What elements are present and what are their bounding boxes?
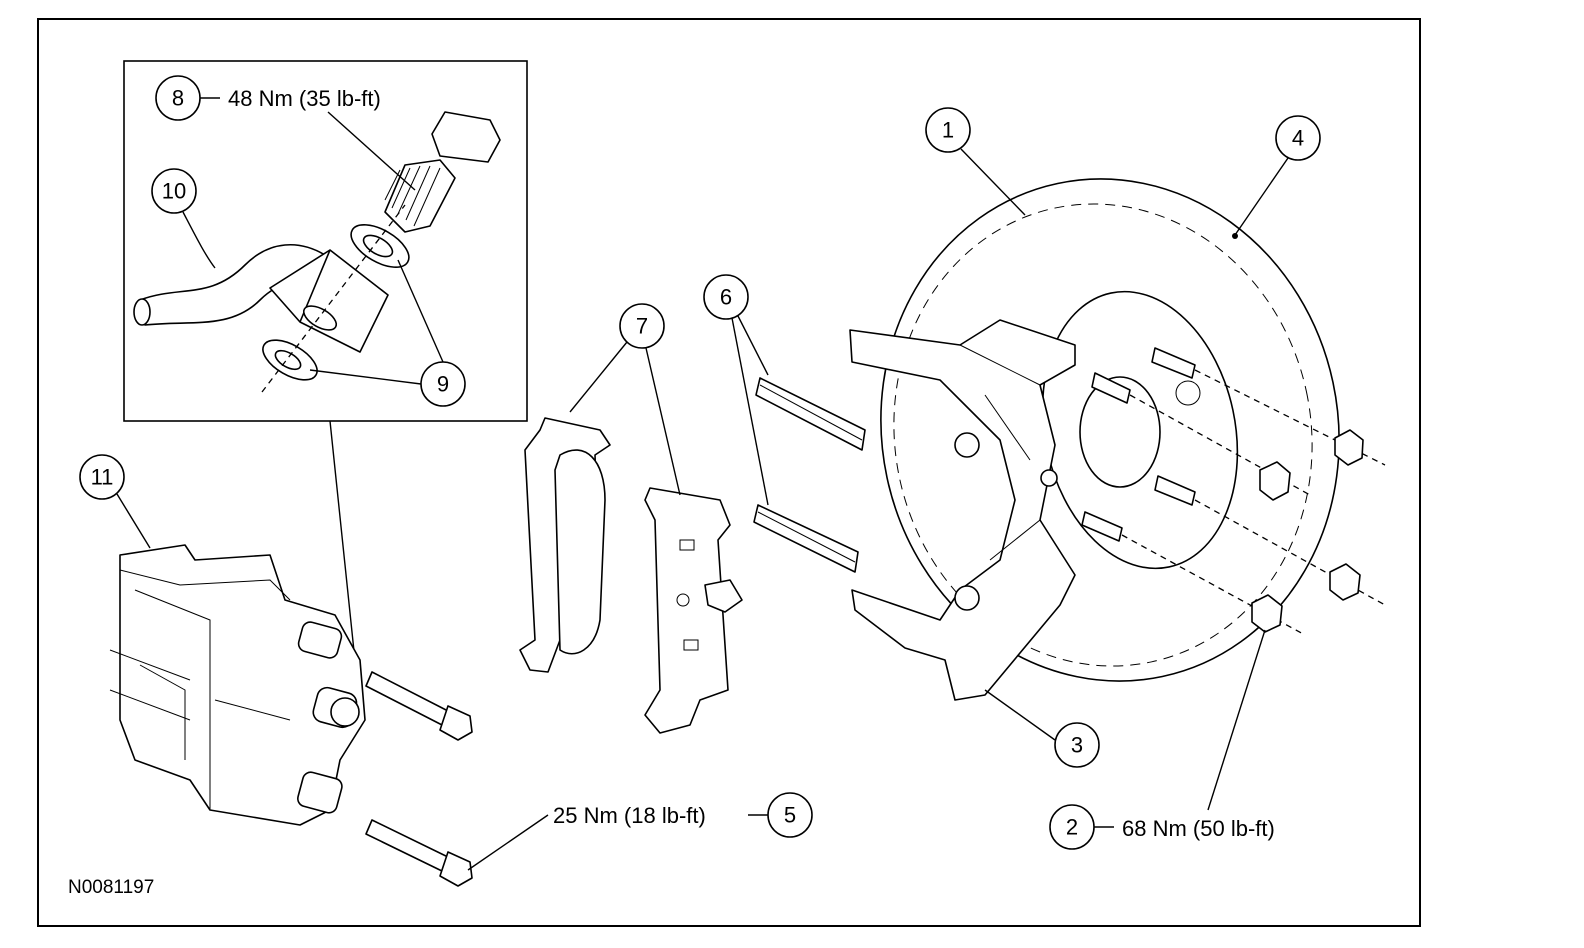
callout-8-torque: 48 Nm (35 lb-ft) [228, 86, 381, 111]
inset-bolt [384, 111, 501, 233]
diagram-frame [37, 18, 1421, 927]
inset-leader-line [329, 420, 358, 681]
lower-anti-rattle-clip [753, 504, 859, 573]
brake-caliper [109, 544, 366, 826]
callout-5-torque: 25 Nm (18 lb-ft) [553, 803, 706, 828]
callout-5: 25 Nm (18 lb-ft) 5 [467, 792, 813, 871]
svg-text:3: 3 [1071, 733, 1083, 758]
svg-text:4: 4 [1292, 126, 1304, 151]
callout-10: 10 [151, 168, 216, 269]
rotor-studs [1081, 347, 1196, 542]
inner-brake-pad [519, 417, 611, 673]
lug-nuts [1121, 369, 1386, 636]
svg-text:2: 2 [1066, 815, 1078, 840]
callout-8: 8 48 Nm (35 lb-ft) [155, 75, 416, 191]
caliper-lower-bolt [365, 819, 473, 887]
caliper-upper-bolt [365, 671, 473, 741]
svg-text:10: 10 [162, 179, 186, 204]
callout-6: 6 [703, 274, 769, 506]
callout-4: 4 [1232, 115, 1321, 239]
inset-lower-washer [262, 339, 318, 381]
svg-text:9: 9 [437, 372, 449, 397]
outer-brake-pad [644, 487, 743, 734]
inset-upper-washer [350, 224, 410, 268]
callout-2-torque: 68 Nm (50 lb-ft) [1122, 816, 1275, 841]
callout-7: 7 [569, 303, 681, 496]
callout-11: 11 [79, 454, 151, 549]
svg-text:5: 5 [784, 803, 796, 828]
upper-anti-rattle-clip [755, 377, 866, 451]
callout-2: 2 68 Nm (50 lb-ft) [1049, 629, 1275, 850]
svg-text:6: 6 [720, 285, 732, 310]
figure-id: N0081197 [68, 877, 154, 898]
inset-detail-box [123, 60, 528, 422]
svg-text:1: 1 [942, 118, 954, 143]
svg-text:11: 11 [91, 465, 114, 490]
svg-text:7: 7 [636, 314, 648, 339]
svg-text:8: 8 [172, 86, 184, 111]
inset-hose-block [133, 244, 389, 353]
callout-3: 3 [984, 689, 1100, 768]
callout-1: 1 [925, 107, 1026, 216]
callout-9: 9 [309, 259, 466, 407]
caliper-anchor-bracket [849, 319, 1076, 701]
